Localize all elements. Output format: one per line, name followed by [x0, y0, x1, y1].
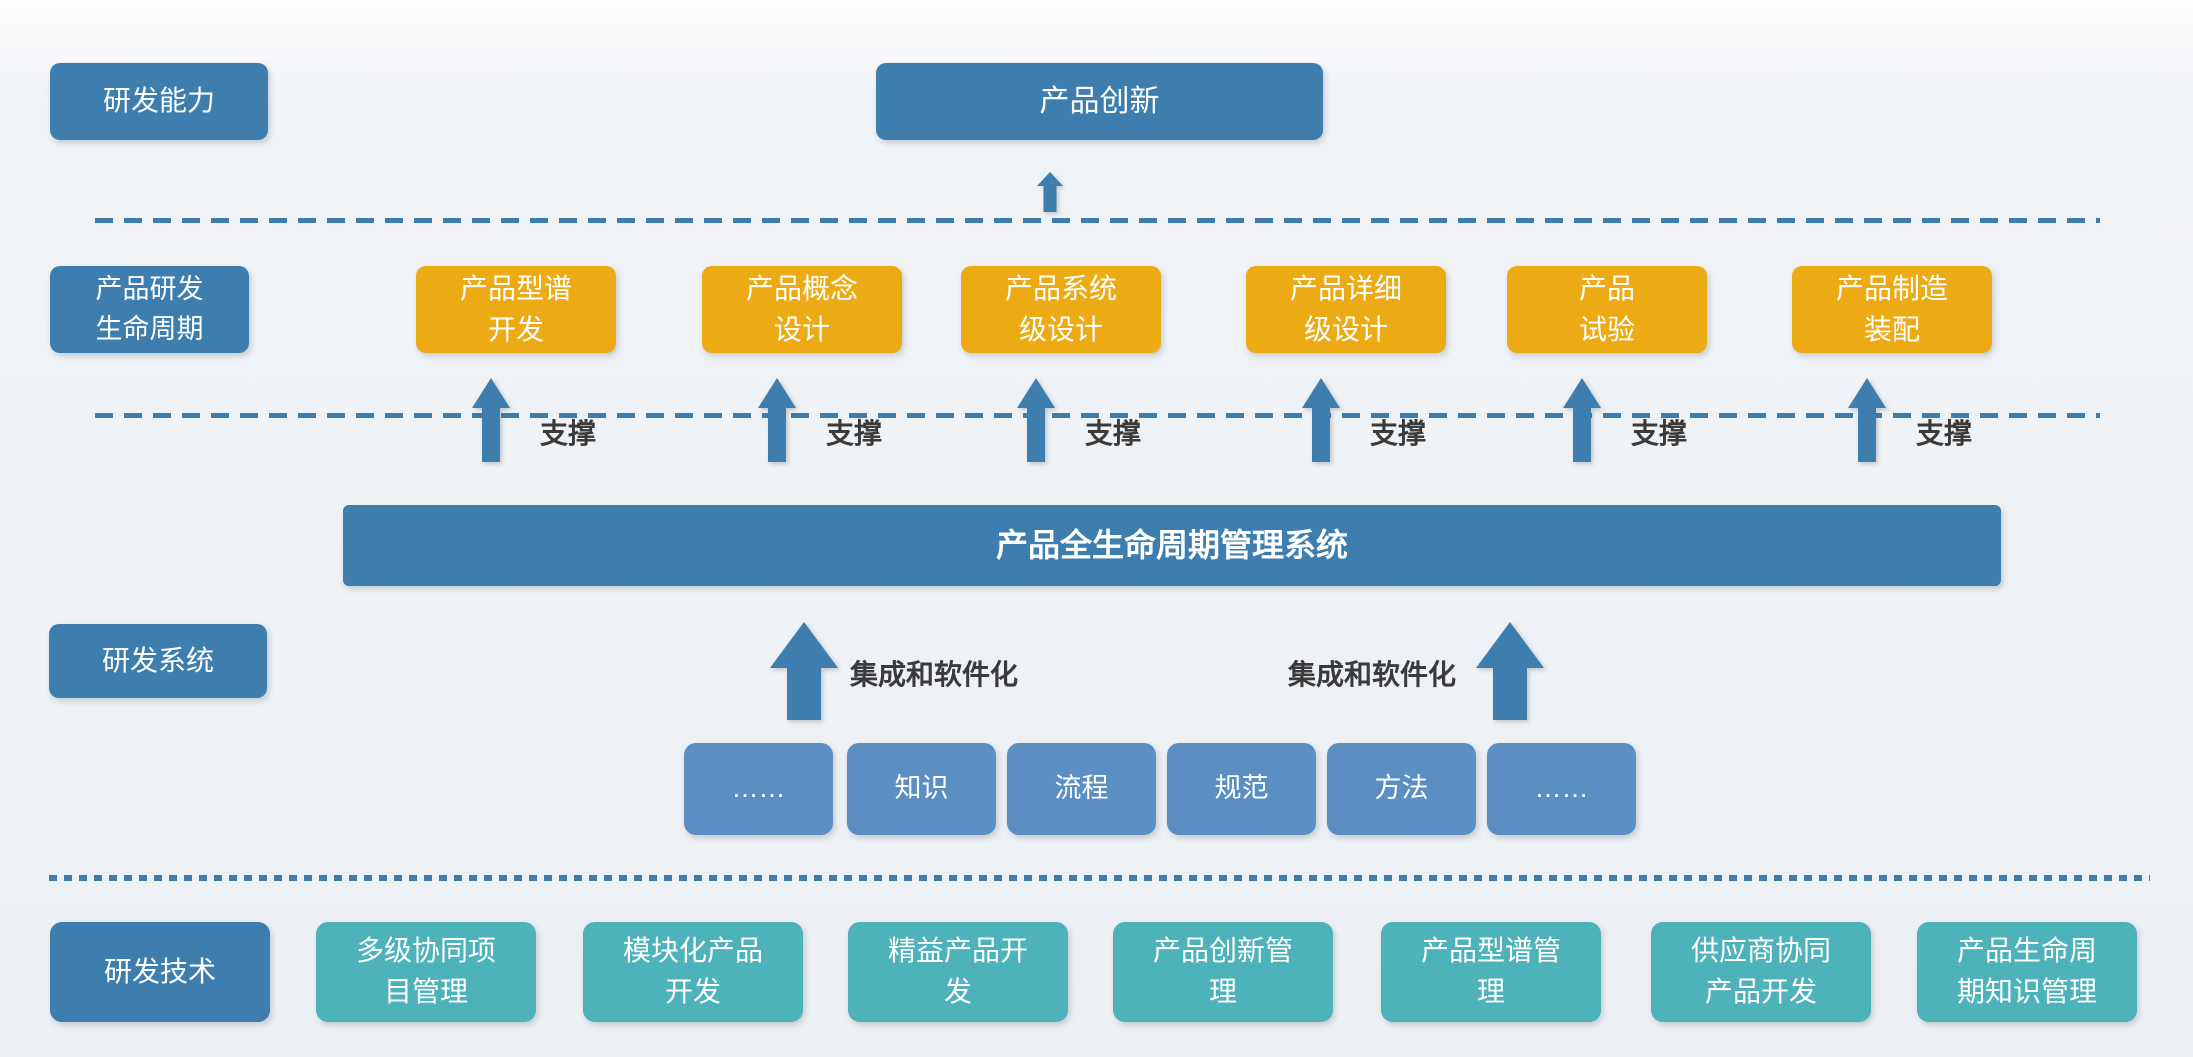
system-row-label: 研发系统	[49, 624, 267, 698]
technology-box: 产品生命周 期知识管理	[1917, 922, 2137, 1022]
support-up-arrow-icon	[1302, 378, 1340, 462]
technology-box: 模块化产品 开发	[583, 922, 803, 1022]
support-label: 支撑	[1085, 418, 1142, 449]
integration-up-arrow-icon	[770, 622, 838, 720]
technology-box: 多级协同项 目管理	[316, 922, 536, 1022]
technology-box: 精益产品开 发	[848, 922, 1068, 1022]
stage-box: 产品详细 级设计	[1246, 266, 1446, 353]
element-box: 方法	[1327, 743, 1476, 835]
divider-dashed-top	[95, 218, 2100, 223]
element-box: 流程	[1007, 743, 1156, 835]
support-label: 支撑	[540, 418, 597, 449]
support-up-arrow-icon	[1017, 378, 1055, 462]
element-box: ……	[684, 743, 833, 835]
element-box: 知识	[847, 743, 996, 835]
integration-up-arrow-icon	[1476, 622, 1544, 720]
support-up-arrow-icon	[1848, 378, 1886, 462]
support-label: 支撑	[1916, 418, 1973, 449]
support-up-arrow-icon	[758, 378, 796, 462]
product-innovation-box: 产品创新	[876, 63, 1323, 140]
stage-box: 产品制造 装配	[1792, 266, 1992, 353]
integration-label: 集成和软件化	[850, 659, 1019, 690]
lifecycle-row-label: 产品研发 生命周期	[50, 266, 249, 353]
technology-box: 产品型谱管 理	[1381, 922, 1601, 1022]
technology-box: 供应商协同 产品开发	[1651, 922, 1871, 1022]
integration-label: 集成和软件化	[1288, 659, 1457, 690]
stage-box: 产品 试验	[1507, 266, 1707, 353]
element-box: ……	[1487, 743, 1636, 835]
up-arrow-icon	[1037, 172, 1063, 212]
support-label: 支撑	[826, 418, 883, 449]
technology-row-label: 研发技术	[50, 922, 270, 1022]
divider-dotted-bottom	[49, 875, 2150, 881]
support-label: 支撑	[1631, 418, 1688, 449]
support-label: 支撑	[1370, 418, 1427, 449]
element-box: 规范	[1167, 743, 1316, 835]
capability-row-label: 研发能力	[50, 63, 268, 140]
support-up-arrow-icon	[472, 378, 510, 462]
stage-box: 产品系统 级设计	[961, 266, 1161, 353]
stage-box: 产品概念 设计	[702, 266, 902, 353]
technology-box: 产品创新管 理	[1113, 922, 1333, 1022]
stage-box: 产品型谱 开发	[416, 266, 616, 353]
divider-dashed-middle	[95, 413, 2100, 418]
plm-system-bar: 产品全生命周期管理系统	[343, 505, 2001, 586]
support-up-arrow-icon	[1563, 378, 1601, 462]
